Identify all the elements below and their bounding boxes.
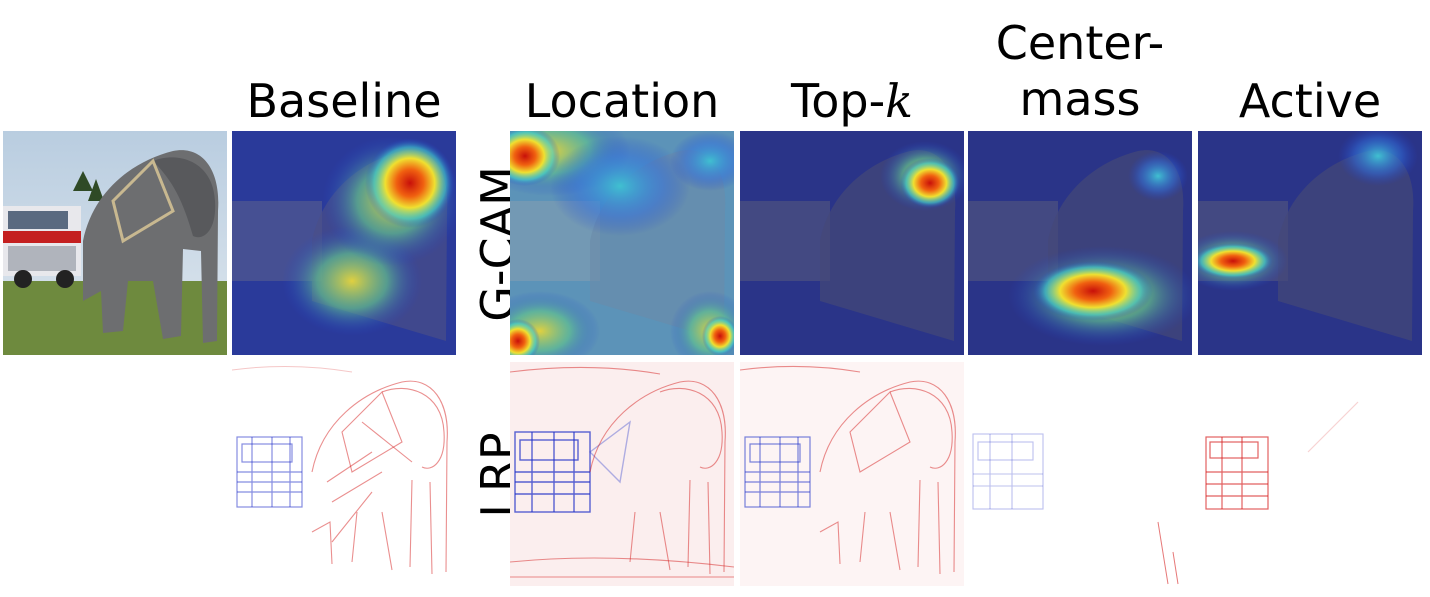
lrp-active-map xyxy=(1198,362,1422,586)
elephant-shape xyxy=(83,150,219,343)
lrp-baseline-map xyxy=(232,362,456,586)
column-title-baseline: Baseline xyxy=(246,74,442,128)
gcam-baseline-heatmap xyxy=(232,131,456,355)
original-image xyxy=(3,131,227,355)
gcam-active-heatmap xyxy=(1198,131,1422,355)
fire-truck-shape xyxy=(3,206,81,288)
gcam-centermass-heatmap xyxy=(968,131,1192,355)
column-title-active: Active xyxy=(1238,74,1382,128)
gcam-location-heatmap xyxy=(510,131,734,355)
column-title-location: Location xyxy=(524,74,720,128)
lrp-centermass-map xyxy=(968,362,1192,586)
lrp-location-map xyxy=(510,362,734,586)
column-title-centermass: Center-mass xyxy=(995,16,1165,126)
lrp-topk-map xyxy=(740,362,964,586)
column-title-topk: Top-k xyxy=(790,74,914,128)
gcam-topk-heatmap xyxy=(740,131,964,355)
